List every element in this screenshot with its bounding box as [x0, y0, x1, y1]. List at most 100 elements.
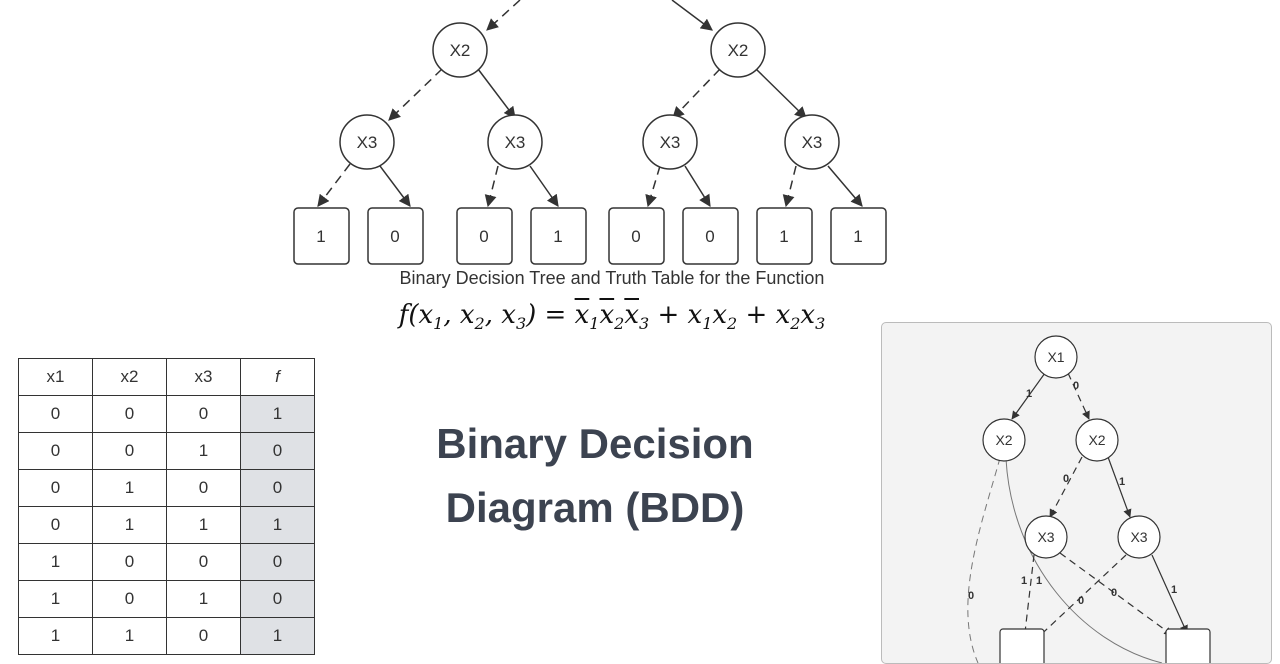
tree-leaf: 0 — [608, 207, 665, 265]
table-cell-f: 1 — [240, 506, 315, 544]
formula-sub: 2 — [790, 314, 801, 334]
tree-node-x3: X3 — [487, 114, 543, 170]
formula-var: x — [418, 300, 434, 330]
table-cell: 1 — [18, 543, 93, 581]
node-label: X2 — [450, 41, 471, 60]
table-cell: 0 — [92, 432, 167, 470]
table-cell: 1 — [18, 580, 93, 618]
table-cell-f: 1 — [240, 617, 315, 655]
table-row: 1 0 0 0 — [18, 543, 315, 581]
bdd-node-x3-left: X3 — [1024, 515, 1068, 559]
tree-edge — [684, 165, 711, 208]
table-cell-f: 0 — [240, 543, 315, 581]
tree-leaf: 0 — [456, 207, 513, 265]
bdd-edge-label: 0 — [1111, 587, 1117, 599]
bdd-diagram: 1 0 0 1 0 1 1 0 0 1 X1 X2 — [967, 335, 1211, 663]
tree-edge — [529, 165, 559, 207]
bdd-node-label: X3 — [1130, 529, 1147, 545]
tree-leaf: 1 — [530, 207, 587, 265]
tree-leaf: 1 — [293, 207, 350, 265]
table-cell: 0 — [18, 432, 93, 470]
leaf-label: 0 — [705, 227, 714, 246]
formula-sub: 1 — [702, 314, 713, 334]
table-cell: 1 — [92, 469, 167, 507]
formula-var: x — [800, 300, 816, 330]
tree-edge — [477, 68, 516, 119]
bdd-node-x3-right: X3 — [1117, 515, 1161, 559]
table-cell: 0 — [92, 543, 167, 581]
table-cell: 0 — [18, 469, 93, 507]
formula-var: x — [712, 300, 728, 330]
formula-sub: 2 — [614, 314, 625, 334]
table-cell-f: 1 — [240, 395, 315, 433]
table-row: 0 1 1 1 — [18, 506, 315, 544]
header-x2: x2 — [92, 358, 167, 396]
formula-var: x — [687, 300, 703, 330]
bdd-node-x2-left: X2 — [982, 418, 1026, 462]
bdd-terminal — [1165, 628, 1211, 663]
formula-plus: + — [657, 300, 680, 330]
tree-node-x3: X3 — [784, 114, 840, 170]
tree-edge — [755, 68, 807, 119]
table-cell: 0 — [92, 395, 167, 433]
formula-sub: 3 — [815, 314, 826, 334]
header-x3: x3 — [166, 358, 241, 396]
truth-table-header-row: x1 x2 x3 f — [18, 358, 315, 396]
formula-sub: 1 — [433, 314, 444, 334]
table-cell-f: 0 — [240, 469, 315, 507]
node-label: X3 — [505, 133, 526, 152]
table-cell: 1 — [166, 432, 241, 470]
header-x1: x1 — [18, 358, 93, 396]
leaf-label: 1 — [779, 227, 788, 246]
bdd-terminal — [999, 628, 1045, 663]
table-cell: 1 — [166, 580, 241, 618]
formula-sub: 3 — [515, 314, 527, 334]
leaf-label: 1 — [853, 227, 862, 246]
formula-var-negated: x — [574, 300, 590, 330]
table-cell: 1 — [92, 617, 167, 655]
formula-var: x — [775, 300, 791, 330]
tree-edge — [645, 165, 661, 208]
table-cell: 0 — [18, 395, 93, 433]
table-cell: 1 — [166, 506, 241, 544]
table-cell-f: 0 — [240, 432, 315, 470]
bdd-node-label: X3 — [1037, 529, 1054, 545]
formula-var-negated: x — [624, 300, 639, 330]
bdd-edge-label: 1 — [1026, 388, 1032, 400]
tree-edge — [388, 68, 443, 121]
bdd-edge — [1011, 372, 1046, 420]
bdd-edge — [1020, 554, 1035, 642]
leaf-label: 1 — [553, 227, 562, 246]
bdd-edge — [1067, 372, 1090, 420]
node-label: X3 — [357, 133, 378, 152]
table-row: 1 1 0 1 — [18, 617, 315, 655]
function-formula: f(x1, x2, x3) = x1x2x3 + x1x2 + x2x3 — [398, 300, 826, 334]
table-cell: 0 — [92, 580, 167, 618]
node-label: X3 — [660, 133, 681, 152]
node-label: X2 — [728, 41, 749, 60]
tree-edge — [782, 165, 797, 208]
formula-var-negated: x — [599, 300, 615, 330]
tree-node-x2: X2 — [432, 22, 488, 78]
bdd-node-label: X1 — [1047, 349, 1064, 365]
formula-f: f — [398, 300, 409, 330]
table-cell: 0 — [166, 469, 241, 507]
tree-leaf: 1 — [756, 207, 813, 265]
tree-edge-root-left — [486, 0, 521, 31]
tree-edge — [827, 165, 863, 207]
table-cell: 0 — [166, 543, 241, 581]
leaf-label: 1 — [316, 227, 325, 246]
table-cell: 1 — [18, 617, 93, 655]
bdd-edge-label: 1 — [1119, 476, 1125, 488]
tree-node-x2: X2 — [710, 22, 766, 78]
bdd-edge-label: 1 — [1171, 584, 1177, 596]
tree-node-x3: X3 — [642, 114, 698, 170]
bdd-edge-label: 1 — [1021, 575, 1027, 587]
bdd-edge-label: 1 — [1036, 575, 1042, 587]
tree-leaf: 1 — [830, 207, 887, 265]
table-row: 0 0 1 0 — [18, 432, 315, 470]
bdd-edge — [1031, 554, 1127, 644]
formula-sub: 3 — [639, 314, 650, 334]
bdd-edge-label: 0 — [1073, 380, 1079, 392]
diagram-title: Binary Decision Diagram (BDD) — [400, 412, 790, 540]
